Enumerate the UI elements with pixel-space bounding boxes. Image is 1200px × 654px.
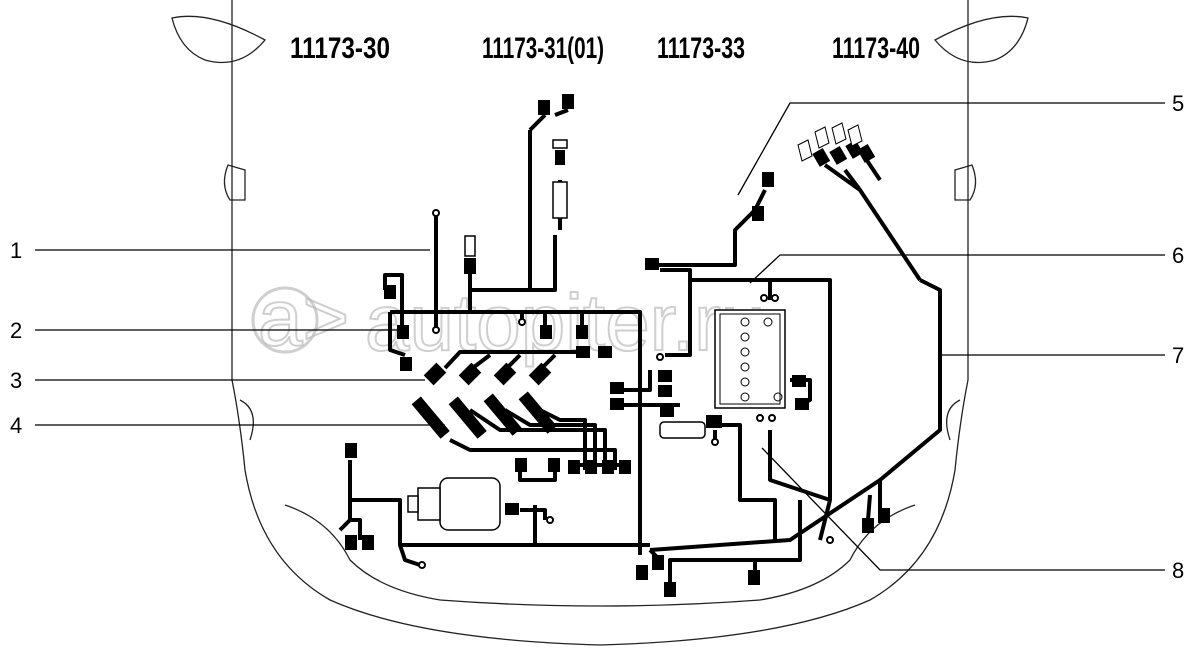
variant-label: 11173-30: [290, 32, 390, 65]
right-mirror: [933, 15, 1029, 64]
callout-2: 2: [10, 318, 22, 343]
callout-7: 7: [1172, 343, 1184, 368]
sensor: [659, 421, 706, 439]
wire-harness: [338, 108, 942, 590]
battery: [714, 309, 786, 409]
callouts: 1 2 3 4 5 6 7 8: [10, 91, 1184, 583]
callout-4: 4: [10, 413, 22, 438]
car-body-outline: [171, 0, 1029, 646]
left-mirror: [171, 15, 267, 64]
callout-8: 8: [1172, 558, 1184, 583]
variant-label: 11173-40: [832, 32, 920, 65]
callout-5: 5: [1172, 91, 1184, 116]
callout-1: 1: [10, 238, 22, 263]
svg-text:a>: a>: [258, 273, 349, 362]
variant-label: 11173-31(01): [482, 32, 604, 65]
variant-labels: 11173-30 11173-31(01) 11173-33 11173-40: [290, 32, 920, 65]
variant-label: 11173-33: [657, 32, 745, 65]
callout-3: 3: [10, 368, 22, 393]
callout-6: 6: [1172, 243, 1184, 268]
starter-motor: [407, 477, 501, 531]
connectors: [345, 94, 890, 597]
relay-box: [464, 139, 568, 257]
